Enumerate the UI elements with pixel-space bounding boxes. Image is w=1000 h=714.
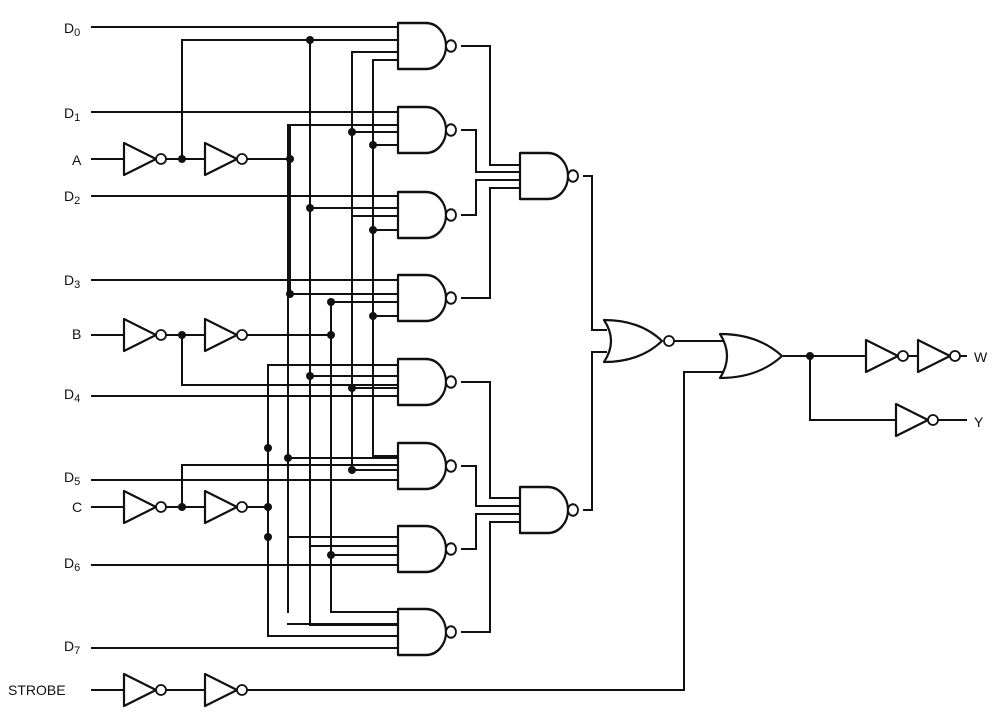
wire-b-bar-bus — [181, 334, 399, 386]
select-taps — [287, 51, 399, 626]
or-gate-main — [602, 318, 664, 364]
inverter-a2 — [203, 141, 248, 177]
junction — [327, 331, 335, 339]
and-gate-upper — [518, 151, 579, 201]
wires — [91, 26, 967, 691]
label-d7: D7 — [64, 638, 80, 657]
junction — [327, 551, 335, 559]
wire-and-to-or — [583, 175, 607, 511]
junctions — [178, 36, 814, 559]
label-d3: D3 — [64, 272, 80, 291]
label-c: C — [72, 499, 82, 515]
junction — [264, 503, 272, 511]
inverter-y — [894, 402, 939, 438]
combine-and-gates — [518, 151, 579, 535]
junction — [348, 466, 356, 474]
nand-gate-d0 — [396, 21, 457, 71]
junction — [178, 503, 186, 511]
wire-out-split — [783, 355, 897, 421]
inverter-c2 — [203, 489, 248, 525]
label-d4: D4 — [64, 386, 80, 405]
junction — [284, 454, 292, 462]
wire-nand-to-and2 — [461, 381, 521, 633]
label-d1: D1 — [64, 105, 80, 124]
label-a: A — [72, 152, 82, 168]
label-d0: D0 — [64, 20, 80, 39]
nand-gate-d2 — [396, 190, 457, 240]
nand-gate-d4 — [396, 357, 457, 407]
strobe-or-gate — [718, 332, 784, 380]
label-strobe: STROBE — [8, 682, 66, 698]
label-d6: D6 — [64, 555, 80, 574]
junction — [306, 372, 314, 380]
junction — [806, 352, 814, 360]
junction — [286, 155, 294, 163]
label-d2: D2 — [64, 188, 80, 207]
output-inverters — [864, 338, 961, 438]
nand-gate-d3 — [396, 273, 457, 323]
label-w: W — [974, 349, 988, 365]
or-gate-main-bubble — [663, 335, 675, 347]
inverter-w1 — [864, 338, 909, 374]
inverter-a1 — [122, 141, 167, 177]
wire-a-bar-bus — [181, 39, 399, 160]
or-gate-strobe — [718, 332, 784, 380]
inverter-b1 — [122, 317, 167, 353]
nand-gate-d5 — [396, 441, 457, 491]
merge-or-gate — [602, 318, 675, 364]
junction — [306, 36, 314, 44]
output-labels: W Y — [974, 349, 988, 430]
junction — [369, 312, 377, 320]
input-labels: D0 D1 A D2 D3 B D4 D5 C D6 D7 STROBE — [8, 20, 82, 698]
nand-gate-d1 — [396, 105, 457, 155]
nand-gate-d7 — [396, 607, 457, 657]
nand-gate-d6 — [396, 524, 457, 574]
junction — [178, 155, 186, 163]
input-inverters — [122, 141, 248, 708]
wire-nand-to-and1 — [461, 45, 521, 299]
junction — [369, 226, 377, 234]
junction — [306, 204, 314, 212]
inverter-b2 — [203, 317, 248, 353]
junction — [348, 128, 356, 136]
inverter-strobe2 — [203, 672, 248, 708]
wire-strobe — [91, 371, 725, 691]
junction — [369, 141, 377, 149]
inverter-strobe1 — [122, 672, 167, 708]
data-select-nand-gates — [396, 21, 457, 657]
wire-c-bus — [267, 364, 399, 637]
and-gate-lower — [518, 485, 579, 535]
junction — [178, 331, 186, 339]
label-d5: D5 — [64, 469, 80, 488]
wire-c-bar-bus — [181, 464, 399, 508]
label-b: B — [72, 326, 81, 342]
inverter-c1 — [122, 489, 167, 525]
junction — [327, 298, 335, 306]
junction — [264, 533, 272, 541]
junction — [264, 444, 272, 452]
label-y: Y — [974, 414, 984, 430]
wire-a-bus — [289, 124, 399, 295]
junction — [286, 290, 294, 298]
junction — [348, 384, 356, 392]
inverter-w2 — [916, 338, 961, 374]
